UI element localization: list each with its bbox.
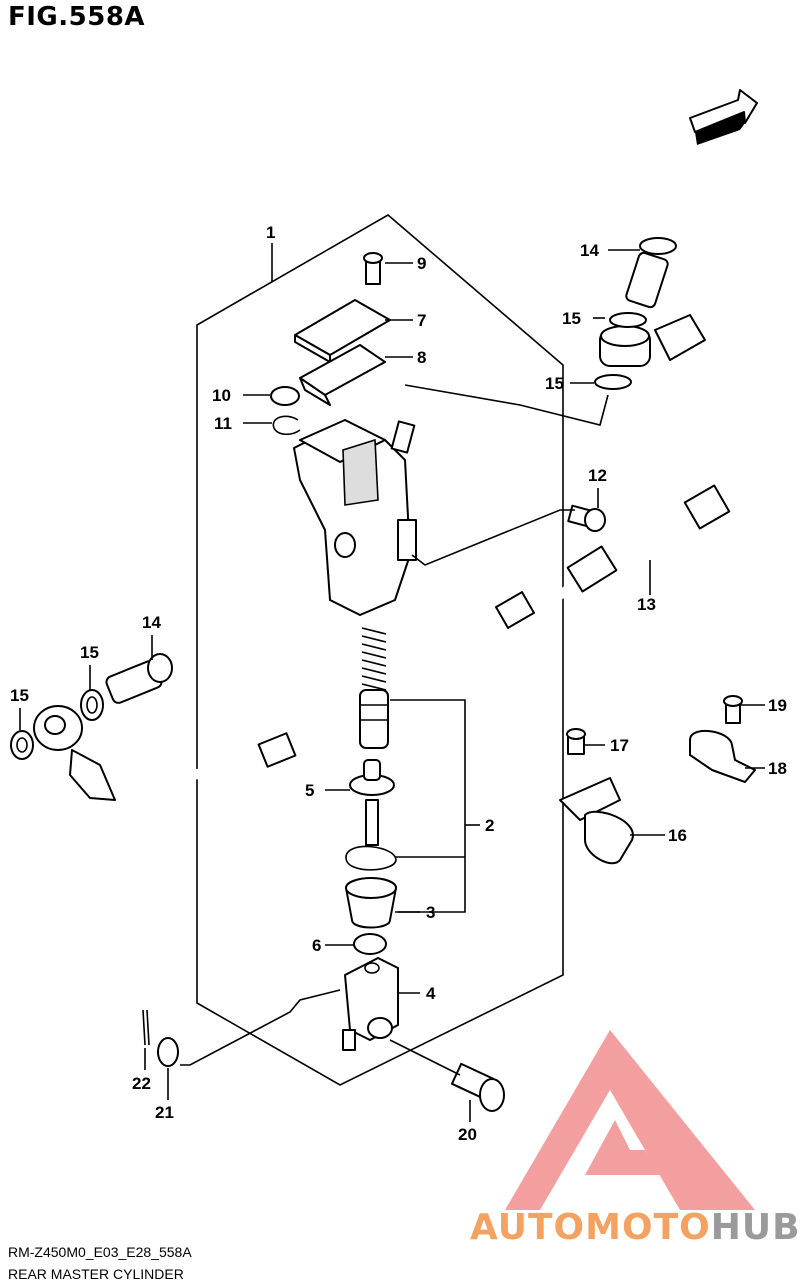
callout-13: 13: [637, 595, 656, 614]
union-bolt-upper: [625, 237, 677, 309]
assembly-outline: [196, 214, 564, 1086]
leader-lines: [19, 243, 765, 1122]
callout-18: 18: [768, 759, 787, 778]
callout-6: 6: [312, 936, 321, 955]
union-bolt-lower: [105, 653, 173, 704]
cap-screw: [363, 252, 383, 285]
figure-title: FIG.558A: [8, 2, 146, 32]
callout-1: 1: [266, 223, 275, 242]
brake-hose: [69, 279, 790, 801]
cotter-pin: [142, 1009, 150, 1046]
callout-2: 2: [485, 816, 494, 835]
callout-22: 22: [132, 1074, 151, 1093]
callout-5: 5: [305, 781, 314, 800]
callout-labels: 1 2 3 4 5 6 7 8 9 10 11 12 13 14 14 15 1…: [10, 223, 787, 1144]
callout-15-d: 15: [545, 374, 564, 393]
mounting-bolt: [567, 504, 606, 532]
bolt-17: [566, 728, 586, 755]
fwd-arrow-icon: FWD: [689, 89, 758, 146]
callout-20: 20: [458, 1125, 477, 1144]
bolt-19: [723, 695, 743, 724]
watermark-auto: AUTO: [470, 1207, 586, 1248]
callout-10: 10: [212, 386, 231, 405]
diagram-caption: REAR MASTER CYLINDER: [8, 1266, 184, 1282]
nut: [353, 933, 387, 955]
watermark-hub: HUB: [710, 1207, 800, 1248]
circlip: [272, 415, 301, 436]
callout-19: 19: [768, 696, 787, 715]
callout-14-upper: 14: [580, 241, 599, 260]
callout-9: 9: [417, 254, 426, 273]
callout-15-a: 15: [80, 643, 99, 662]
watermark-logo: [505, 1030, 755, 1210]
gasket-washers: [10, 312, 647, 760]
callout-21: 21: [155, 1103, 174, 1122]
clevis-pin: [450, 1062, 505, 1112]
callout-4: 4: [426, 984, 436, 1003]
plug: [270, 386, 300, 406]
hose-clamp: [689, 729, 756, 783]
callout-7: 7: [417, 311, 426, 330]
callout-14-lower: 14: [142, 613, 161, 632]
callout-16: 16: [668, 826, 687, 845]
piston-set: [345, 627, 397, 929]
callout-15-c: 15: [562, 309, 581, 328]
master-cylinder-body: [293, 419, 417, 616]
banjo-fitting-upper: [599, 325, 651, 367]
diagram-code: RM-Z450M0_E03_E28_558A: [8, 1244, 192, 1260]
clevis: [342, 957, 399, 1051]
reservoir-cap: [294, 299, 391, 406]
washer: [157, 1037, 179, 1067]
hose-guide: [559, 777, 634, 865]
callout-17: 17: [610, 736, 629, 755]
watermark-moto: MOTO: [585, 1207, 711, 1248]
callout-11: 11: [214, 414, 232, 433]
callout-3: 3: [426, 903, 435, 922]
banjo-fitting-lower: [33, 705, 83, 751]
callout-15-b: 15: [10, 686, 29, 705]
callout-8: 8: [417, 348, 426, 367]
watermark-text: AUTOMOTOHUB: [470, 1207, 800, 1248]
callout-12: 12: [588, 466, 607, 485]
